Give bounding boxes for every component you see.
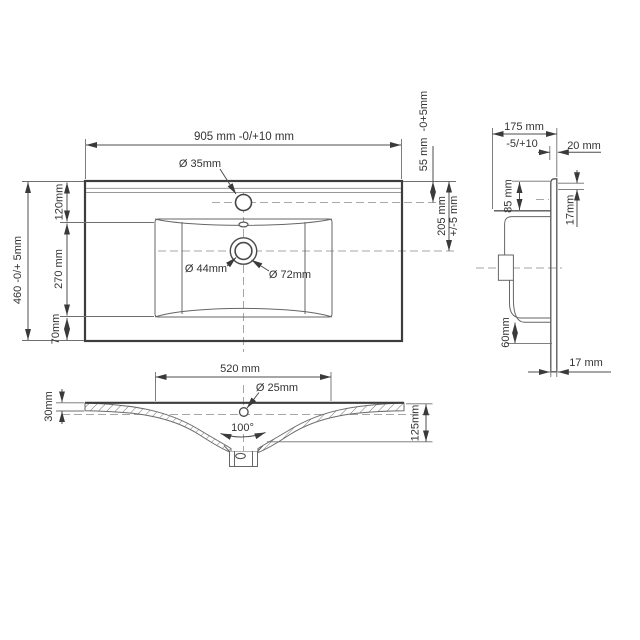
dim-20-label: 20 mm	[567, 140, 601, 152]
leader-drain-inner: Ø 44mm	[185, 257, 237, 275]
leader-overflow-hole: Ø 25mm	[246, 382, 298, 409]
dim-30: 30mm	[43, 389, 84, 424]
dim-175-label: 175 mm	[504, 121, 544, 133]
dim-drain-inner-label: Ø 44mm	[185, 263, 227, 275]
dim-460: 460 -0/+ 5mm	[12, 181, 84, 341]
dim-faucet-hole-label: Ø 35mm	[179, 158, 221, 170]
dim-905-label: 905 mm -0/+10 mm	[194, 131, 294, 143]
side-panel-outline	[550, 178, 558, 373]
basin-body-outline	[83, 179, 404, 343]
dim-100deg: 100°	[220, 422, 266, 440]
dim-60: 60mm	[500, 317, 552, 348]
dim-205-tol-label: +/-5 mm	[448, 196, 460, 237]
faucet-hole-plan	[234, 193, 253, 212]
leader-faucet-hole: Ø 35mm	[179, 158, 237, 195]
top-view: 905 mm -0/+10 mm 460 -0/+ 5mm 120mm 270 …	[12, 91, 460, 352]
overflow-slot-plan	[238, 221, 249, 228]
dim-17-bottom-label: 17 mm	[569, 357, 603, 369]
dim-270-label: 270 mm	[53, 249, 65, 289]
side-basin-profile	[494, 210, 551, 323]
dim-20: 20 mm	[538, 140, 601, 160]
dim-drain-outer-label: Ø 72mm	[269, 269, 311, 281]
dim-overflow-label: Ø 25mm	[256, 382, 298, 394]
dim-85: 85 mm	[503, 179, 550, 213]
dim-120-label: 120mm	[54, 184, 66, 221]
dim-17-bottom: 17 mm	[528, 357, 611, 377]
dim-55: 55 mm -0+5mm	[403, 91, 456, 203]
dim-460-label: 460 -0/+ 5mm	[12, 236, 24, 304]
dim-175: 175 mm -5/+10	[492, 121, 558, 209]
dim-120-270-70: 120mm 270 mm 70mm	[50, 182, 154, 345]
section-view: 520 mm Ø 25mm 100° 30mm 125mm	[43, 363, 433, 470]
dim-205: 205 mm +/-5 mm	[436, 181, 460, 251]
overflow-hole-section	[238, 407, 249, 417]
dim-520-label: 520 mm	[220, 363, 260, 375]
leader-drain-outer: Ø 72mm	[251, 259, 311, 281]
dim-85-label: 85 mm	[503, 179, 515, 213]
dim-175-tol-label: -5/+10	[506, 138, 538, 150]
side-view: 175 mm -5/+10 20 mm 85 mm 17mm	[476, 121, 611, 377]
dim-30-label: 30mm	[43, 391, 55, 422]
dim-60-label: 60mm	[500, 317, 512, 348]
dim-70-label: 70mm	[50, 314, 62, 345]
section-wall-left	[84, 402, 232, 454]
dim-905: 905 mm -0/+10 mm	[85, 131, 402, 179]
dim-520: 520 mm	[155, 363, 332, 401]
side-centerlines	[476, 199, 562, 269]
dim-17-top-label: 17mm	[565, 195, 577, 226]
dim-125: 125mm	[267, 403, 433, 443]
dim-205-label: 205 mm	[436, 196, 448, 236]
dim-17-top: 17mm	[558, 170, 584, 227]
dim-125-label: 125mm	[410, 405, 422, 442]
dim-55-label: 55 mm -0+5mm	[418, 91, 430, 171]
basin-bowl-plan	[154, 218, 333, 318]
dim-angle-label: 100°	[231, 422, 254, 434]
section-wall-right	[257, 402, 405, 454]
drain-inner-circle	[234, 241, 253, 261]
section-drain-fitting	[223, 445, 264, 467]
